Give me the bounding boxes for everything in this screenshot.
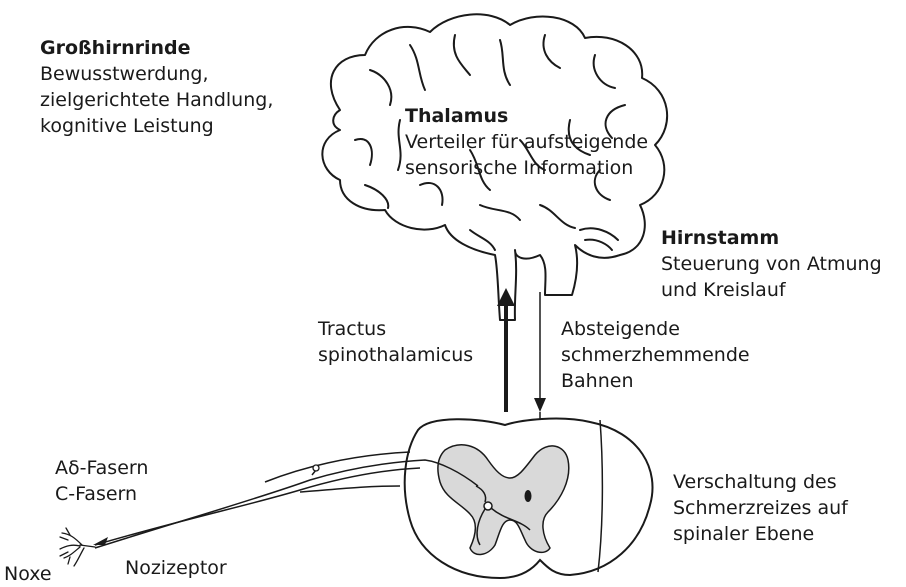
ganglion-cell: [313, 465, 319, 471]
descending-line-2: schmerzhemmende: [561, 342, 750, 368]
cortex-title: Großhirnrinde: [40, 35, 273, 61]
thalamus-label: Thalamus Verteiler für aufsteigende sens…: [405, 103, 648, 181]
fibers-line-1: Aδ-Fasern: [55, 455, 148, 481]
fibers-label: Aδ-Fasern C-Fasern: [55, 455, 148, 507]
spinal-line-3: spinaler Ebene: [673, 521, 848, 547]
brainstem-line-2: und Kreislauf: [661, 277, 882, 303]
descending-line-1: Absteigende: [561, 316, 750, 342]
cortex-line-2: zielgerichtete Handlung,: [40, 87, 273, 113]
brainstem-line-1: Steuerung von Atmung: [661, 251, 882, 277]
spinal-label: Verschaltung des Schmerzreizes auf spina…: [673, 469, 848, 547]
spinal-line-2: Schmerzreizes auf: [673, 495, 848, 521]
thalamus-line-1: Verteiler für aufsteigende: [405, 129, 648, 155]
descending-arrowhead: [534, 398, 546, 412]
tract-line-1: Tractus: [318, 316, 473, 342]
cortex-line-3: kognitive Leistung: [40, 113, 273, 139]
noxe-label: Noxe: [4, 561, 52, 587]
descending-label: Absteigende schmerzhemmende Bahnen: [561, 316, 750, 394]
cortex-line-1: Bewusstwerdung,: [40, 61, 273, 87]
noxe-text: Noxe: [4, 561, 52, 587]
nociceptor-endings: [60, 528, 95, 566]
fibers-line-2: C-Fasern: [55, 481, 148, 507]
spinal-cord-cross-section: [405, 412, 653, 578]
descending-line-3: Bahnen: [561, 368, 750, 394]
nociceptor-text: Nozizeptor: [125, 555, 227, 581]
nociceptor-label: Nozizeptor: [125, 555, 227, 581]
thalamus-title: Thalamus: [405, 103, 648, 129]
brainstem-label: Hirnstamm Steuerung von Atmung und Kreis…: [661, 225, 882, 303]
ascending-arrowhead: [497, 288, 515, 306]
cortex-label: Großhirnrinde Bewusstwerdung, zielgerich…: [40, 35, 273, 139]
spinal-line-1: Verschaltung des: [673, 469, 848, 495]
brainstem-title: Hirnstamm: [661, 225, 882, 251]
tract-line-2: spinothalamicus: [318, 342, 473, 368]
thalamus-line-2: sensorische Information: [405, 155, 648, 181]
tract-label: Tractus spinothalamicus: [318, 316, 473, 368]
fiber-arrowhead: [93, 537, 108, 545]
